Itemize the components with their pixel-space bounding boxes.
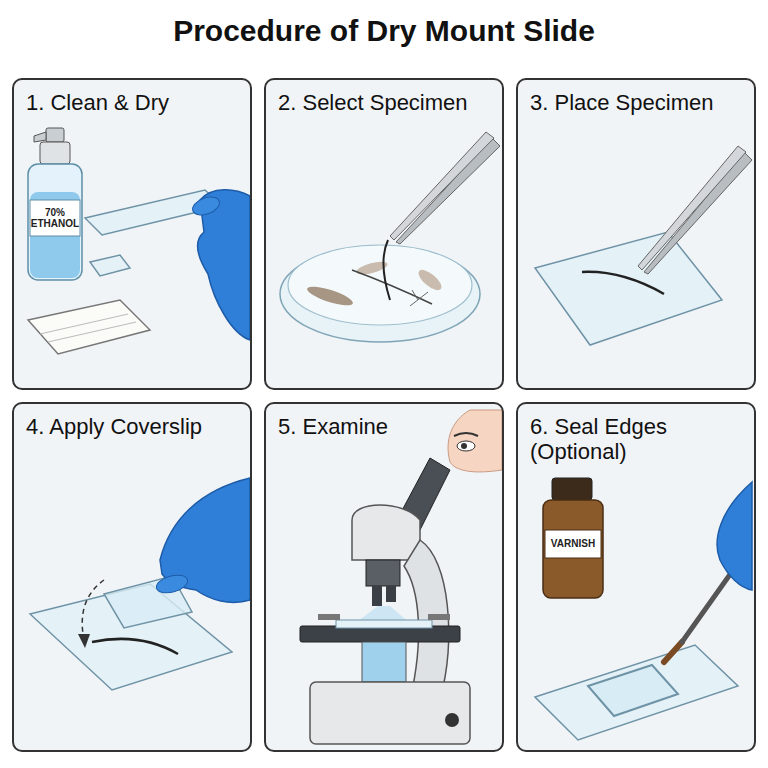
- coverslip: [90, 255, 130, 276]
- diagram-title: Procedure of Dry Mount Slide: [0, 14, 768, 48]
- hair: [383, 240, 390, 300]
- step-heading: 6. Seal Edges (Optional): [530, 414, 690, 465]
- tweezer-arm: [396, 138, 500, 244]
- bottle-label-text: 70% ETHANOL: [30, 207, 80, 230]
- step-heading: 1. Clean & Dry: [26, 90, 242, 115]
- gloved-hand: [154, 478, 250, 602]
- tweezer-arm: [638, 146, 746, 270]
- panel-grounds: [13, 79, 755, 751]
- glove-finger: [154, 572, 189, 596]
- nosepiece: [366, 560, 400, 586]
- face-skin: [448, 410, 502, 472]
- condenser: [362, 642, 406, 682]
- microscope-base: [310, 682, 470, 744]
- arrow-head: [78, 634, 90, 648]
- feather: [305, 283, 354, 309]
- bottle-label-text: VARNISH: [545, 538, 601, 550]
- hair: [352, 270, 432, 304]
- face: [448, 410, 502, 472]
- bottle-cap: [552, 478, 592, 500]
- stage-clip: [428, 614, 450, 620]
- feather: [415, 266, 444, 293]
- tweezer-arm: [644, 152, 752, 274]
- panel-ground: [13, 403, 251, 751]
- step-panel: 4. Apply Coverslip: [12, 402, 252, 752]
- panel-ground: [517, 79, 755, 389]
- step-heading: 2. Select Specimen: [278, 90, 494, 115]
- tweezers: [638, 146, 752, 274]
- gloved-hand: [190, 190, 250, 340]
- brush: [664, 566, 736, 662]
- microscope-head: [352, 505, 420, 560]
- slide: [535, 232, 722, 345]
- motion-arrow: [78, 580, 104, 648]
- glass-slide: [535, 232, 722, 345]
- step-heading: 3. Place Specimen: [530, 90, 746, 115]
- bottle-label: [30, 200, 80, 236]
- bottle-neck: [40, 142, 70, 164]
- brush-handle: [682, 566, 736, 642]
- cloth-fold: [40, 314, 136, 342]
- step-heading: 5. Examine: [278, 414, 494, 439]
- hair: [582, 272, 664, 294]
- dish-rim: [288, 245, 472, 325]
- dashed-arrow: [82, 580, 104, 640]
- tweezer-arm: [390, 132, 494, 240]
- focus-knob: [445, 713, 459, 727]
- pupil: [461, 443, 467, 449]
- slide: [336, 620, 432, 628]
- gloved-hand: [717, 482, 752, 590]
- step-panel: 1. Clean & Dry: [12, 78, 252, 390]
- varnish-bottle: [543, 478, 603, 598]
- tweezers: [390, 132, 500, 244]
- glass-slide: [535, 645, 738, 740]
- glove-thumb: [190, 194, 222, 219]
- panel-ground: [13, 79, 251, 389]
- panel-ground: [265, 79, 503, 389]
- objective: [386, 586, 396, 602]
- bottle-nozzle: [46, 128, 64, 142]
- stage-clip: [318, 614, 340, 620]
- step-heading: 4. Apply Coverslip: [26, 414, 242, 439]
- coverslip: [588, 665, 678, 716]
- hair: [92, 639, 178, 654]
- slide: [85, 190, 222, 235]
- petri-dish: [280, 240, 480, 342]
- cloth: [28, 300, 150, 354]
- cloth-body: [28, 300, 150, 354]
- panel-ground: [265, 403, 503, 751]
- bottle-body: [28, 164, 82, 280]
- spray-bottle: [28, 128, 82, 280]
- step-panel: 2. Select Specimen: [264, 78, 504, 390]
- bottle-body: [543, 500, 603, 598]
- step-panel: 5. Examine: [264, 402, 504, 752]
- eyebrow: [454, 433, 478, 436]
- step-panel: 6. Seal Edges (Optional): [516, 402, 756, 752]
- fiber: [410, 290, 428, 306]
- eye: [457, 441, 475, 451]
- step-panel: 3. Place Specimen: [516, 78, 756, 390]
- slide: [535, 645, 738, 740]
- bottle-label: [545, 530, 601, 558]
- bottle-liquid: [30, 192, 80, 278]
- microscope: [300, 458, 470, 744]
- bottle-spout: [34, 132, 46, 142]
- panel-ground: [517, 403, 755, 751]
- dish-base: [280, 246, 480, 342]
- brush-bristles: [664, 642, 682, 662]
- glove: [717, 482, 752, 590]
- objective: [372, 586, 382, 606]
